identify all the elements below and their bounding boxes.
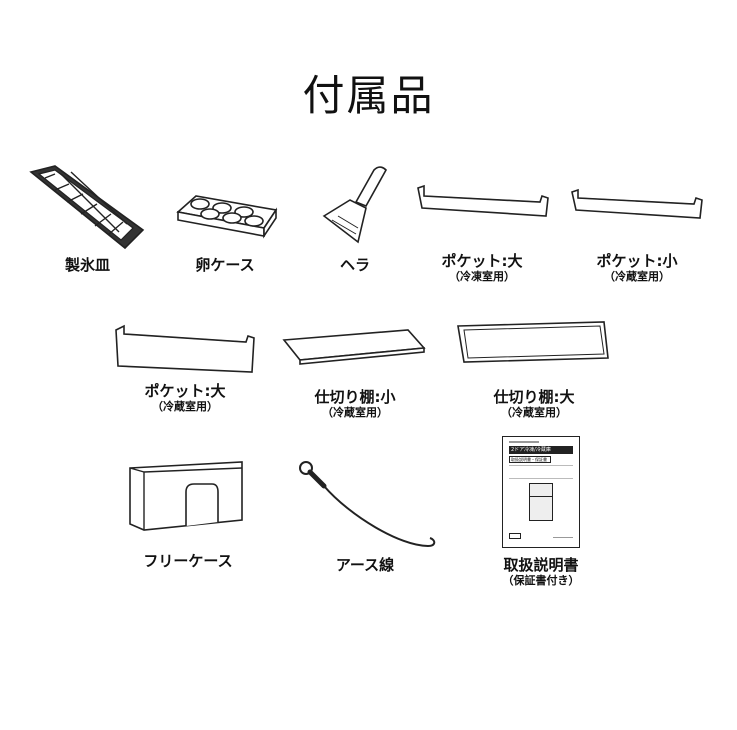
shelf-icon <box>457 321 609 363</box>
egg-case-icon <box>176 195 278 239</box>
item-name: ヘラ <box>339 256 370 274</box>
item-name: ポケット:小 <box>596 252 678 270</box>
item-sub: （冷蔵室用） <box>152 400 218 413</box>
item-name: アース線 <box>335 556 395 574</box>
item-sub: （冷蔵室用） <box>604 270 670 283</box>
spatula-icon <box>322 166 387 244</box>
item-pocket-large-fridge: ポケット:大 （冷蔵室用） <box>110 322 260 414</box>
item-shelf-small: 仕切り棚:小 （冷蔵室用） <box>280 326 430 420</box>
item-egg-case: 卵ケース <box>170 190 280 274</box>
item-pocket-small-fridge: ポケット:小 （冷蔵室用） <box>568 186 706 284</box>
item-earth-wire: アース線 <box>290 456 440 574</box>
door-pocket-icon <box>115 324 255 373</box>
item-name: フリーケース <box>143 552 233 570</box>
earth-wire-icon <box>299 461 436 548</box>
item-ice-tray: 製氷皿 <box>25 160 150 274</box>
door-pocket-icon <box>571 188 703 219</box>
item-sub: （冷凍室用） <box>449 270 515 283</box>
item-name: 製氷皿 <box>64 256 110 274</box>
item-name: 仕切り棚:小 <box>314 388 396 406</box>
fridge-illustration-icon <box>529 483 553 521</box>
item-name: 卵ケース <box>195 256 255 274</box>
item-pocket-large-freezer: ポケット:大 （冷凍室用） <box>412 182 552 284</box>
item-sub: （保証書付き） <box>502 574 580 587</box>
item-spatula: ヘラ <box>310 162 400 274</box>
item-sub: （冷蔵室用） <box>501 406 567 419</box>
item-free-case: フリーケース <box>124 458 252 570</box>
ice-tray-icon <box>29 165 145 250</box>
free-case-icon <box>129 461 243 531</box>
manual-header: 2ドア冷凍/冷蔵庫 <box>509 446 573 454</box>
page-title: 付属品 <box>302 71 435 120</box>
manual-band: 取扱説明書・保証書 <box>509 456 551 463</box>
item-manual: 2ドア冷凍/冷蔵庫 取扱説明書・保証書 取扱説明書 （保証書付き） <box>486 436 596 588</box>
item-name: 取扱説明書 <box>503 556 579 574</box>
door-pocket-icon <box>417 184 549 217</box>
manual-booklet: 2ドア冷凍/冷蔵庫 取扱説明書・保証書 <box>502 436 580 548</box>
item-name: ポケット:大 <box>144 382 226 400</box>
shelf-icon <box>282 329 426 365</box>
item-sub: （冷蔵室用） <box>322 406 388 419</box>
item-shelf-large: 仕切り棚:大 （冷蔵室用） <box>454 320 614 420</box>
item-name: ポケット:大 <box>441 252 523 270</box>
item-name: 仕切り棚:大 <box>493 388 575 406</box>
